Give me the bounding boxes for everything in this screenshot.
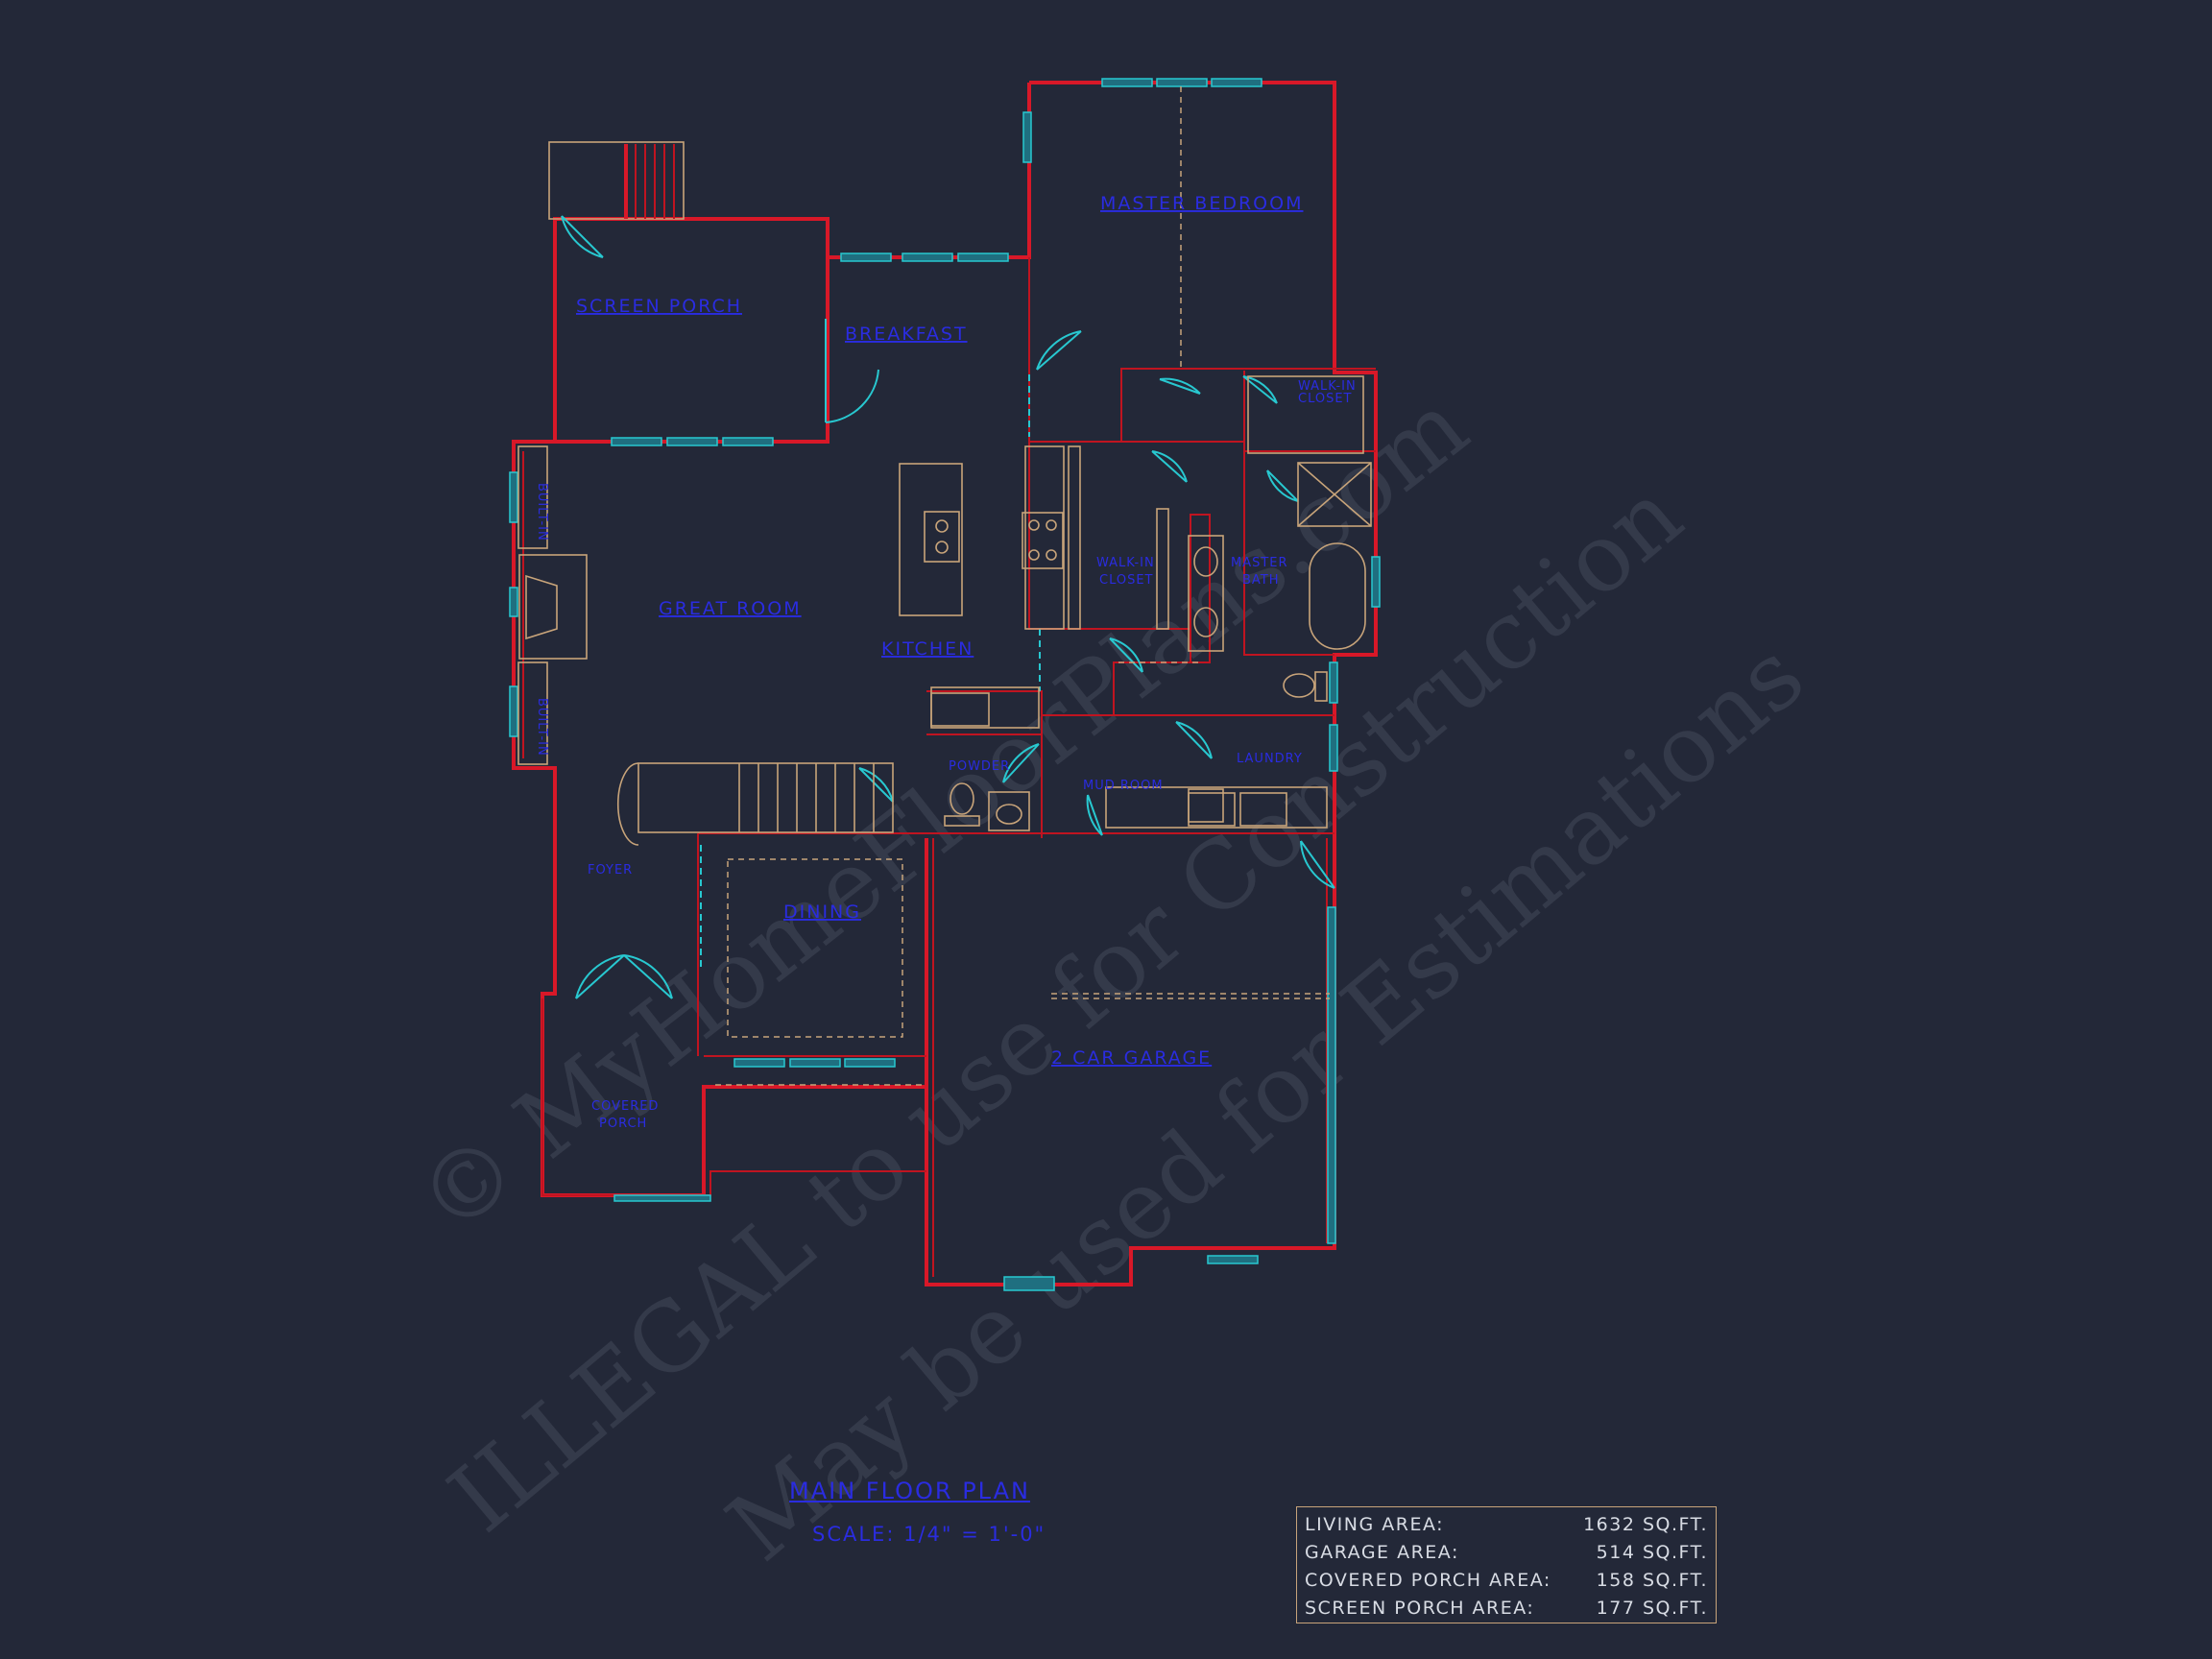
label-dining: DINING — [783, 902, 861, 923]
label-garage: 2 CAR GARAGE — [1051, 1047, 1212, 1069]
room-labels: MASTER BEDROOM SCREEN PORCH BREAKFAST GR… — [535, 193, 1357, 1131]
windows — [509, 78, 1381, 1291]
bathtub — [1309, 542, 1366, 650]
label-small-closet-1: WALK-IN — [1298, 379, 1357, 394]
label-foyer: FOYER — [588, 863, 633, 878]
watermark: © MyHomeFloorPlans.com ILLEGAL to use fo… — [398, 372, 1825, 1582]
area-row-garage: GARAGE AREA: 514 SQ.FT. — [1305, 1539, 1708, 1567]
shower — [1297, 462, 1372, 527]
label-kitchen: KITCHEN — [881, 638, 974, 660]
dashed-lines — [700, 86, 1330, 1086]
label-covered-porch-1: COVERED — [591, 1099, 659, 1114]
label-walk-in-closet-2: CLOSET — [1099, 573, 1154, 588]
plan-title: MAIN FLOOR PLAN — [789, 1478, 1030, 1504]
staircase — [637, 762, 894, 833]
label-master-bath-1: MASTER — [1231, 556, 1288, 570]
area-value: 1632 SQ.FT. — [1583, 1514, 1708, 1535]
label-built-in-2: BUILT-IN — [535, 698, 549, 757]
label-small-closet-2: CLOSET — [1298, 392, 1353, 406]
area-row-covered-porch: COVERED PORCH AREA: 158 SQ.FT. — [1305, 1567, 1708, 1595]
label-screen-porch: SCREEN PORCH — [576, 296, 742, 317]
fireplace — [518, 554, 588, 660]
label-mud-room: MUD ROOM — [1083, 779, 1164, 793]
label-great-room: GREAT ROOM — [659, 598, 802, 619]
area-value: 514 SQ.FT. — [1596, 1542, 1708, 1563]
area-label: GARAGE AREA: — [1305, 1542, 1459, 1563]
label-master-bedroom: MASTER BEDROOM — [1100, 193, 1303, 214]
doors — [561, 215, 1335, 999]
area-summary-table: LIVING AREA: 1632 SQ.FT. GARAGE AREA: 51… — [1296, 1506, 1717, 1623]
label-walk-in-closet-1: WALK-IN — [1096, 556, 1155, 570]
area-value: 158 SQ.FT. — [1596, 1570, 1708, 1591]
label-master-bath-2: BATH — [1242, 573, 1280, 588]
area-label: SCREEN PORCH AREA: — [1305, 1598, 1535, 1619]
area-row-screen-porch: SCREEN PORCH AREA: 177 SQ.FT. — [1305, 1595, 1708, 1623]
screen-porch-stairs — [548, 141, 685, 220]
fixtures — [517, 375, 1372, 846]
area-value: 177 SQ.FT. — [1596, 1598, 1708, 1619]
area-label: LIVING AREA: — [1305, 1514, 1445, 1535]
area-label: COVERED PORCH AREA: — [1305, 1570, 1551, 1591]
kitchen-island — [899, 463, 963, 616]
label-laundry: LAUNDRY — [1237, 752, 1303, 766]
area-row-living: LIVING AREA: 1632 SQ.FT. — [1305, 1511, 1708, 1539]
label-covered-porch-2: PORCH — [599, 1117, 647, 1131]
label-breakfast: BREAKFAST — [845, 324, 968, 345]
label-powder: POWDER — [949, 759, 1010, 774]
label-built-in-1: BUILT-IN — [535, 483, 549, 541]
plan-scale: SCALE: 1/4" = 1'-0" — [812, 1523, 1046, 1546]
